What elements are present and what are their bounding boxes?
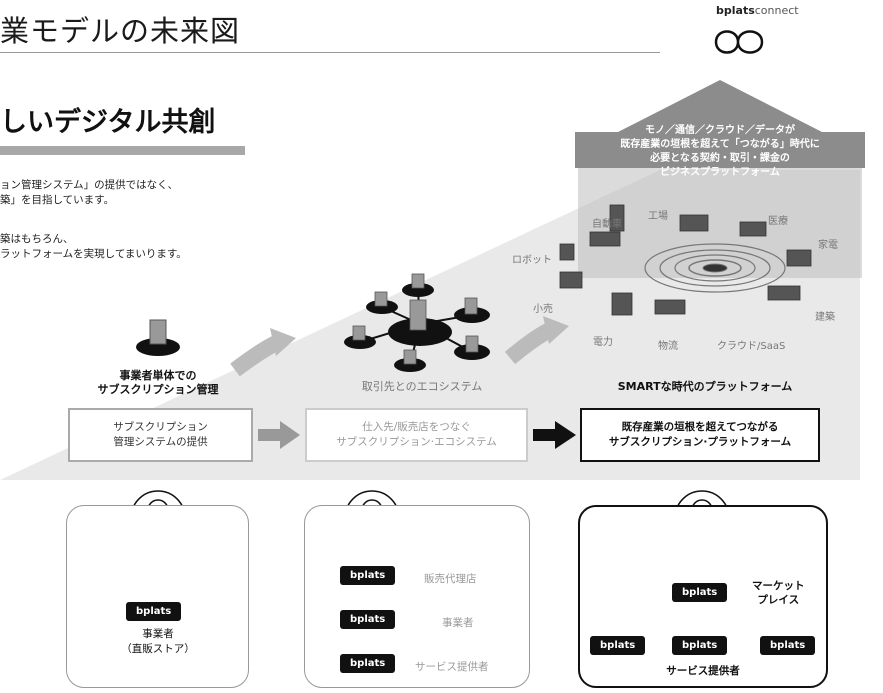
logo-suffix: connect xyxy=(754,4,799,17)
bplats-badge: bplats xyxy=(590,636,646,655)
page-title: 業モデルの未来図 xyxy=(0,14,241,48)
logo-brand: bplats xyxy=(716,4,755,17)
intro-line-2: 築」を目指しています。 xyxy=(0,194,115,206)
stage-3-box: 既存産業の垣根を超えてつながる サブスクリプション·プラットフォーム xyxy=(580,408,820,462)
marketplace-line-2: プレイス xyxy=(757,594,800,606)
bplats-badge: bplats xyxy=(126,602,182,621)
marketplace-line-1: マーケット xyxy=(752,580,805,592)
big-up-arrow xyxy=(575,80,865,168)
stage-1-title-line-1: 事業者単体での xyxy=(119,369,197,382)
ecosystem-buildings xyxy=(352,273,479,365)
bplats-badge: bplats xyxy=(672,583,728,602)
bplats-badge: bplats xyxy=(340,654,396,673)
card-direct-store xyxy=(66,505,249,688)
retail-icon xyxy=(559,271,583,289)
intro-line-1: ョン管理システム」の提供ではなく、 xyxy=(0,179,179,191)
intro-line-4: ラットフォームを実現してまいります。 xyxy=(0,248,187,260)
industry-label-construction: 建築 xyxy=(815,312,835,323)
stage-1-box-line-2: 管理システムの提供 xyxy=(113,436,208,448)
big-arrow-line-2: 既存産業の垣根を超えて「つながる」時代に xyxy=(620,139,820,150)
stage-3-box-line-1: 既存産業の垣根を超えてつながる xyxy=(621,421,779,433)
role-business: 事業者 xyxy=(442,617,474,629)
stage-2-box-line-1: 仕入先/販売店をつなぐ xyxy=(362,421,471,433)
intro-line-3: 築はもちろん、 xyxy=(0,233,74,245)
big-arrow-caption: モノ／通信／クラウド／データが 既存産業の垣根を超えて「つながる」時代に 必要と… xyxy=(600,124,840,180)
subtitle-underline xyxy=(0,146,245,155)
industry-label-retail: 小売 xyxy=(533,304,553,315)
construction-icon xyxy=(767,285,801,301)
box-arrow-2 xyxy=(533,421,576,449)
big-arrow-line-1: モノ／通信／クラウド／データが xyxy=(645,125,795,136)
bplats-badge: bplats xyxy=(340,566,396,585)
appliance-icon xyxy=(786,249,812,267)
section-subtitle: しいデジタル共創 xyxy=(0,107,216,138)
industry-label-logistics: 物流 xyxy=(658,341,678,352)
brand-logo-text: bplatsconnect xyxy=(716,4,799,17)
stage-3-title: SMARTな時代のプラットフォーム xyxy=(617,380,793,393)
infinity-logo-icon xyxy=(714,30,764,54)
building-icon xyxy=(609,204,625,232)
ecosystem-nodes xyxy=(344,283,490,372)
industry-label-appliance: 家電 xyxy=(818,240,838,251)
card-1-caption: 事業者 （直販ストア） xyxy=(98,627,218,657)
stage-1-title-line-2: サブスクリプション管理 xyxy=(97,383,219,396)
marketplace-label: マーケット プレイス xyxy=(752,579,805,607)
stage-3-box-line-2: サブスクリプション·プラットフォーム xyxy=(608,436,792,448)
industry-icons xyxy=(559,204,812,316)
industry-label-power: 電力 xyxy=(593,337,613,348)
card-1-caption-line-2: （直販ストア） xyxy=(121,643,195,655)
stage-1-box-line-1: サブスクリプション xyxy=(113,421,208,433)
industry-label-factory: 工場 xyxy=(648,211,668,222)
industry-label-car: 自動車 xyxy=(592,219,622,230)
industry-label-medical: 医療 xyxy=(768,216,788,227)
robot-icon xyxy=(559,243,575,261)
stage-1-title: 事業者単体での サブスクリプション管理 xyxy=(78,369,238,397)
bplats-badge: bplats xyxy=(340,610,396,629)
bplats-badge: bplats xyxy=(672,636,728,655)
industry-label-cloud: クラウド/SaaS xyxy=(717,341,786,352)
big-arrow-line-3: 必要となる契約・取引・課金の xyxy=(650,153,790,164)
stage-1-box: サブスクリプション 管理システムの提供 xyxy=(68,408,253,462)
stage-2-title: 取引先とのエコシステム xyxy=(361,380,483,393)
stage-2-box-line-2: サブスクリプション·エコシステム xyxy=(336,436,497,448)
car-icon xyxy=(589,231,621,247)
role-reseller: 販売代理店 xyxy=(424,573,477,585)
big-arrow-line-4: ビジネスプラットフォーム xyxy=(660,167,780,178)
single-hub-icon xyxy=(136,319,180,356)
role-service-provider: サービス提供者 xyxy=(415,661,489,673)
platform-rings xyxy=(644,243,786,293)
factory-icon xyxy=(679,214,709,232)
box-arrow-1 xyxy=(258,421,300,449)
power-icon xyxy=(611,292,633,316)
logistics-icon xyxy=(654,299,686,315)
card-1-caption-line-1: 事業者 xyxy=(142,628,174,640)
bplats-badge: bplats xyxy=(760,636,816,655)
card-3-caption: サービス提供者 xyxy=(666,665,740,677)
industry-label-robot: ロボット xyxy=(512,255,552,266)
stage-2-box: 仕入先/販売店をつなぐ サブスクリプション·エコシステム xyxy=(305,408,528,462)
medical-icon xyxy=(739,221,767,237)
title-divider xyxy=(0,52,660,53)
